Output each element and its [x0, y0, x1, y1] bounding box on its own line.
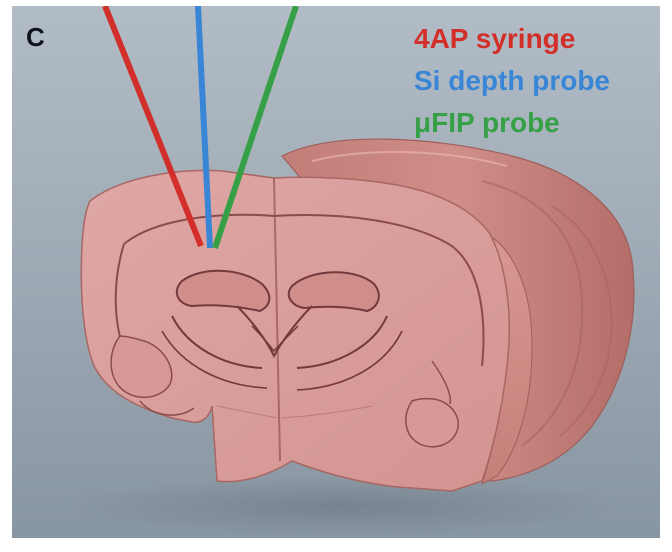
panel-c: C 4AP syringe Si depth probe μFIP probe [12, 6, 660, 538]
legend-item-ufip-probe: μFIP probe [414, 107, 560, 138]
legend: 4AP syringe Si depth probe μFIP probe [414, 18, 610, 144]
syringe-line [102, 6, 204, 248]
brain-slice-render [12, 6, 660, 538]
panel-letter: C [26, 22, 45, 52]
ufip-probe-line [212, 6, 299, 249]
legend-item-syringe: 4AP syringe [414, 23, 576, 54]
brain-slice-face [80, 169, 511, 492]
si-probe-line [195, 6, 213, 249]
floor-shadow [62, 476, 622, 536]
probes [102, 6, 299, 249]
legend-item-si-probe: Si depth probe [414, 65, 610, 96]
